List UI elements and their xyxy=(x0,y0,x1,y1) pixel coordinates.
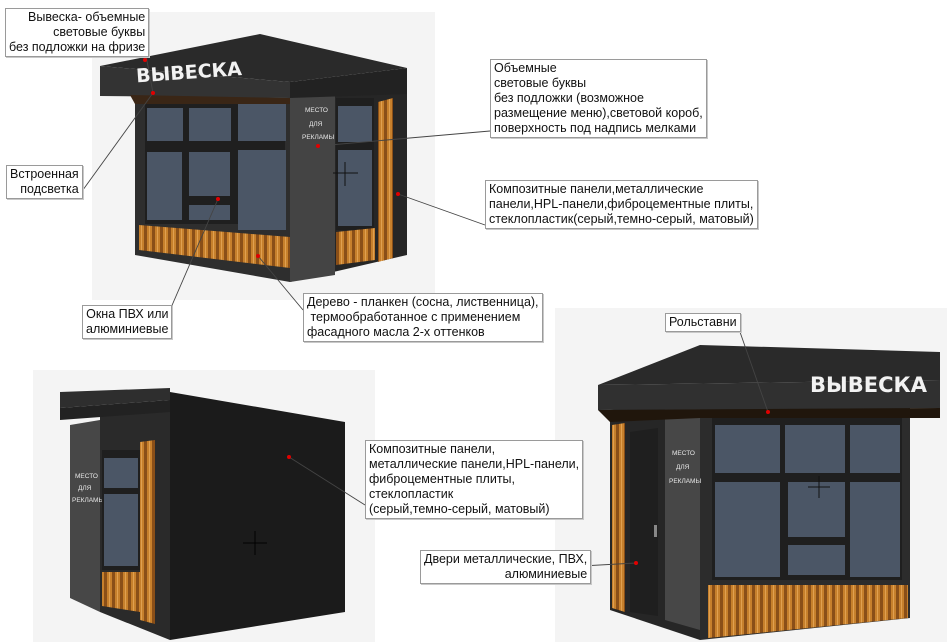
ad-text: МЕСТО xyxy=(305,107,328,114)
svg-text:РЕКЛАМЫ: РЕКЛАМЫ xyxy=(72,497,104,504)
door xyxy=(630,428,658,616)
marker-dots xyxy=(143,58,770,565)
svg-text:МЕСТО: МЕСТО xyxy=(75,473,98,480)
svg-text:МЕСТО: МЕСТО xyxy=(672,450,695,457)
label-doors: Двери металлические, ПВХ,алюминиевые xyxy=(420,550,592,584)
svg-text:РЕКЛАМЫ: РЕКЛАМЫ xyxy=(302,134,334,141)
label-panels-bottom: Композитные панели,металлические панели,… xyxy=(365,440,584,519)
label-wood: Дерево - планкен (сосна, лиственница), т… xyxy=(303,293,543,342)
kiosk-top: МЕСТО ДЛЯ РЕКЛАМЫ ВЫВЕСКА xyxy=(100,34,407,282)
svg-text:ДЛЯ: ДЛЯ xyxy=(309,121,323,128)
svg-text:ДЛЯ: ДЛЯ xyxy=(78,485,92,492)
sign-text: ВЫВЕСКА xyxy=(810,373,928,397)
kiosk-bottom-left: МЕСТО ДЛЯ РЕКЛАМЫ xyxy=(60,388,345,640)
svg-text:ДЛЯ: ДЛЯ xyxy=(676,464,690,471)
svg-text:РЕКЛАМЫ: РЕКЛАМЫ xyxy=(669,478,701,485)
door-handle xyxy=(654,525,657,537)
label-shutters: Рольставни xyxy=(665,313,741,332)
wood-cladding xyxy=(139,225,290,268)
kiosk-bottom-right: МЕСТО ДЛЯ РЕКЛАМЫ ВЫВЕСКА xyxy=(598,345,940,640)
